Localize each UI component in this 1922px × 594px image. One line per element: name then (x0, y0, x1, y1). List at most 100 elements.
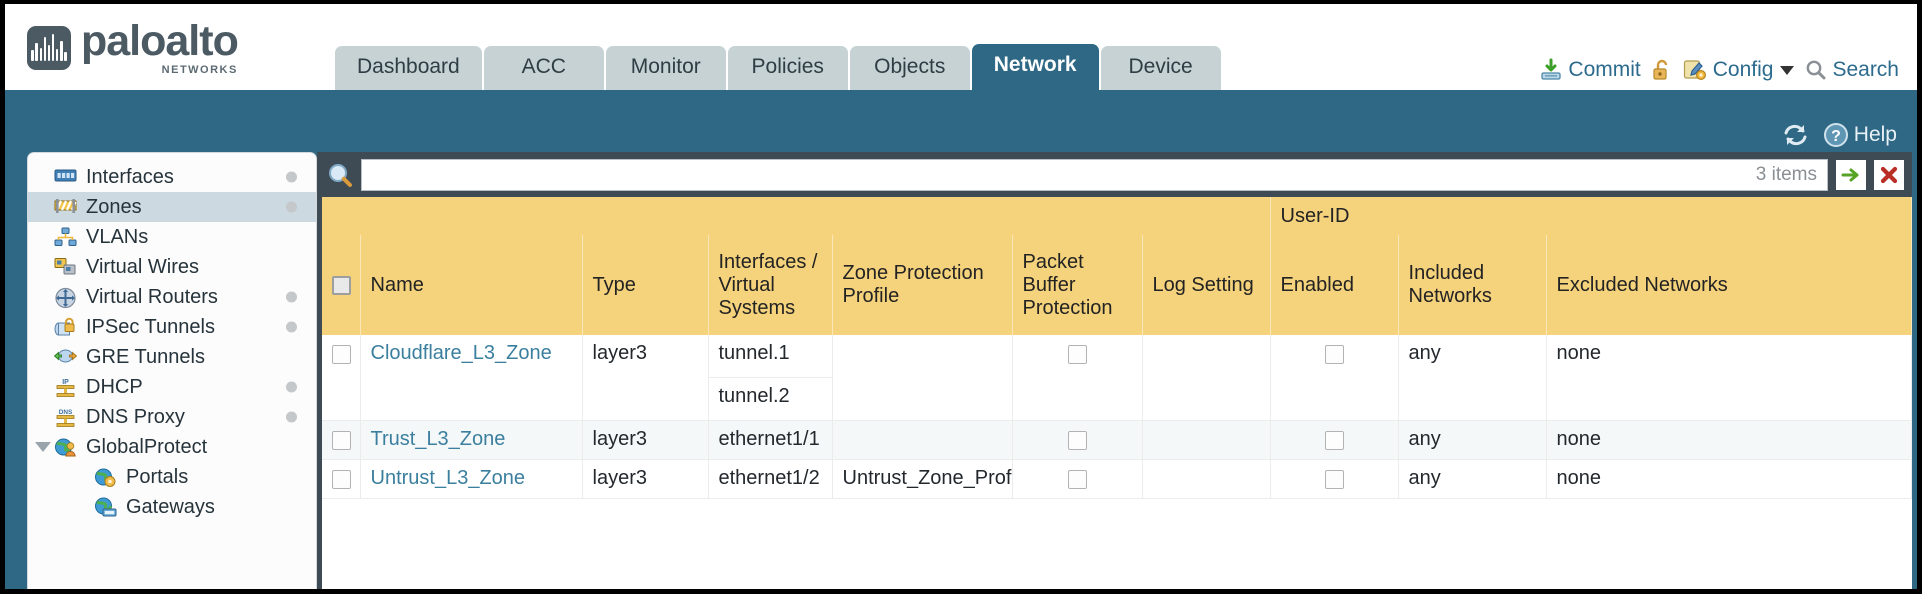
column-header-packet-buffer-protection[interactable]: Packet Buffer Protection (1012, 235, 1143, 335)
column-header-name[interactable]: Name (360, 235, 583, 335)
gre-tunnels-icon (53, 347, 78, 368)
config-menu[interactable]: Config (1683, 58, 1795, 82)
sidebar-item-vlans[interactable]: VLANs (28, 222, 316, 252)
tab-network[interactable]: Network (971, 44, 1099, 90)
brand-name: paloalto (81, 17, 239, 65)
sidebar-item-label: GRE Tunnels (86, 345, 205, 368)
table-header-row: Name Type Interfaces / Virtual Systems Z… (322, 235, 1912, 335)
group-header-spacer (322, 197, 1271, 235)
apply-filter-button[interactable] (1836, 159, 1866, 190)
zones-icon (54, 197, 77, 218)
sidebar-item-virtual-wires[interactable]: Virtual Wires (28, 252, 316, 282)
virtual-wires-icon (54, 257, 77, 278)
table-row[interactable]: Untrust_L3_Zone layer3 ethernet1/2 Untru… (322, 459, 1912, 499)
commit-label: Commit (1568, 58, 1641, 81)
sidebar-item-label: Virtual Routers (86, 285, 218, 308)
search-magnifier-icon[interactable] (327, 162, 353, 188)
chevron-down-icon (1780, 65, 1795, 75)
dns-proxy-icon: DNS (54, 407, 77, 428)
help-button[interactable]: ? Help (1823, 122, 1897, 148)
zone-name-link[interactable]: Untrust_L3_Zone (370, 467, 526, 489)
cell-type: layer3 (582, 420, 709, 460)
sidebar-item-dns-proxy[interactable]: DNS DNS Proxy (28, 402, 316, 432)
column-header-interfaces[interactable]: Interfaces / Virtual Systems (708, 235, 833, 335)
help-question-icon: ? (1823, 123, 1848, 147)
virtual-routers-icon (54, 287, 77, 308)
refresh-icon[interactable] (1782, 122, 1809, 148)
group-header-userid: User-ID (1270, 197, 1912, 235)
cell-included-networks: any (1398, 335, 1547, 421)
app-header: paloalto NETWORKS Dashboard ACC Monitor … (5, 4, 1917, 90)
cell-log-setting (1142, 420, 1271, 460)
expander-triangle-icon[interactable] (35, 442, 51, 452)
packet-buffer-protection-checkbox[interactable] (1067, 470, 1087, 490)
tab-objects[interactable]: Objects (849, 46, 970, 90)
brand-logo[interactable]: paloalto NETWORKS (27, 17, 239, 76)
brand-tagline: NETWORKS (161, 64, 238, 76)
zone-name-link[interactable]: Cloudflare_L3_Zone (370, 342, 552, 364)
svg-text:DNS: DNS (59, 409, 73, 416)
packet-buffer-protection-checkbox[interactable] (1067, 345, 1087, 365)
clear-filter-button[interactable] (1874, 159, 1904, 190)
ipsec-tunnels-icon (54, 317, 77, 338)
packet-buffer-protection-checkbox[interactable] (1067, 431, 1087, 451)
cell-type: layer3 (582, 335, 709, 421)
column-header-included-networks[interactable]: Included Networks (1398, 235, 1547, 335)
tab-device[interactable]: Device (1100, 46, 1221, 90)
commit-button[interactable]: Commit (1539, 58, 1641, 82)
userid-enabled-checkbox[interactable] (1324, 345, 1344, 365)
interfaces-icon (54, 167, 77, 188)
cell-interfaces: ethernet1/2 (708, 459, 833, 499)
cell-interfaces: ethernet1/1 (708, 420, 833, 460)
tab-monitor[interactable]: Monitor (605, 46, 726, 90)
row-checkbox[interactable] (332, 470, 351, 490)
sidebar-item-portals[interactable]: Portals (28, 462, 316, 492)
userid-enabled-checkbox[interactable] (1324, 470, 1344, 490)
sidebar-item-gre-tunnels[interactable]: GRE Tunnels (28, 342, 316, 372)
search-button[interactable]: Search (1804, 58, 1899, 82)
tab-acc[interactable]: ACC (483, 46, 604, 90)
page-body: Interfaces Zones VLANs Vir (5, 152, 1917, 589)
sidebar-item-gateways[interactable]: Gateways (28, 492, 316, 522)
sidebar-item-label: Interfaces (86, 165, 174, 188)
column-header-excluded-networks[interactable]: Excluded Networks (1546, 235, 1912, 335)
green-arrow-right-icon (1841, 168, 1859, 181)
row-checkbox[interactable] (332, 431, 351, 451)
filter-search-field[interactable]: 3 items (361, 158, 1828, 191)
cell-userid-enabled (1270, 335, 1399, 421)
cell-packet-buffer-protection (1012, 335, 1143, 421)
tab-policies[interactable]: Policies (727, 46, 848, 90)
config-wrench-icon (1683, 60, 1706, 81)
table-toolbar: 3 items (317, 152, 1912, 197)
sidebar-item-interfaces[interactable]: Interfaces (28, 162, 316, 192)
column-header-enabled[interactable]: Enabled (1270, 235, 1399, 335)
column-header-type[interactable]: Type (582, 235, 709, 335)
tab-dashboard[interactable]: Dashboard (335, 46, 482, 90)
cell-zone-protection-profile (832, 420, 1013, 460)
search-input[interactable] (372, 163, 1756, 186)
main-nav-tabs: Dashboard ACC Monitor Policies Objects N… (335, 44, 1221, 90)
row-checkbox[interactable] (332, 345, 351, 365)
config-label: Config (1712, 58, 1774, 81)
header-actions: Commit Config (1539, 58, 1899, 82)
sidebar-item-ipsec-tunnels[interactable]: IPSec Tunnels (28, 312, 316, 342)
sidebar-item-virtual-routers[interactable]: Virtual Routers (28, 282, 316, 312)
column-header-zone-protection-profile[interactable]: Zone Protection Profile (832, 235, 1013, 335)
row-select-cell (322, 335, 361, 421)
status-dot (286, 381, 297, 393)
sidebar-item-dhcp[interactable]: IP DHCP (28, 372, 316, 402)
row-select-cell (322, 459, 361, 499)
select-all-checkbox[interactable] (332, 275, 351, 295)
sidebar-item-zones[interactable]: Zones (28, 192, 316, 222)
sidebar-item-label: Virtual Wires (86, 255, 199, 278)
zone-name-link[interactable]: Trust_L3_Zone (370, 428, 506, 450)
table-row[interactable]: Trust_L3_Zone layer3 ethernet1/1 (322, 420, 1912, 460)
select-all-header (322, 235, 361, 335)
sidebar-item-globalprotect[interactable]: GlobalProtect (28, 432, 316, 462)
sidebar-item-label: Zones (86, 195, 142, 218)
commit-download-icon (1541, 58, 1562, 80)
userid-enabled-checkbox[interactable] (1324, 431, 1344, 451)
lock-button[interactable] (1651, 58, 1673, 82)
help-label: Help (1853, 123, 1897, 146)
column-header-log-setting[interactable]: Log Setting (1142, 235, 1271, 335)
